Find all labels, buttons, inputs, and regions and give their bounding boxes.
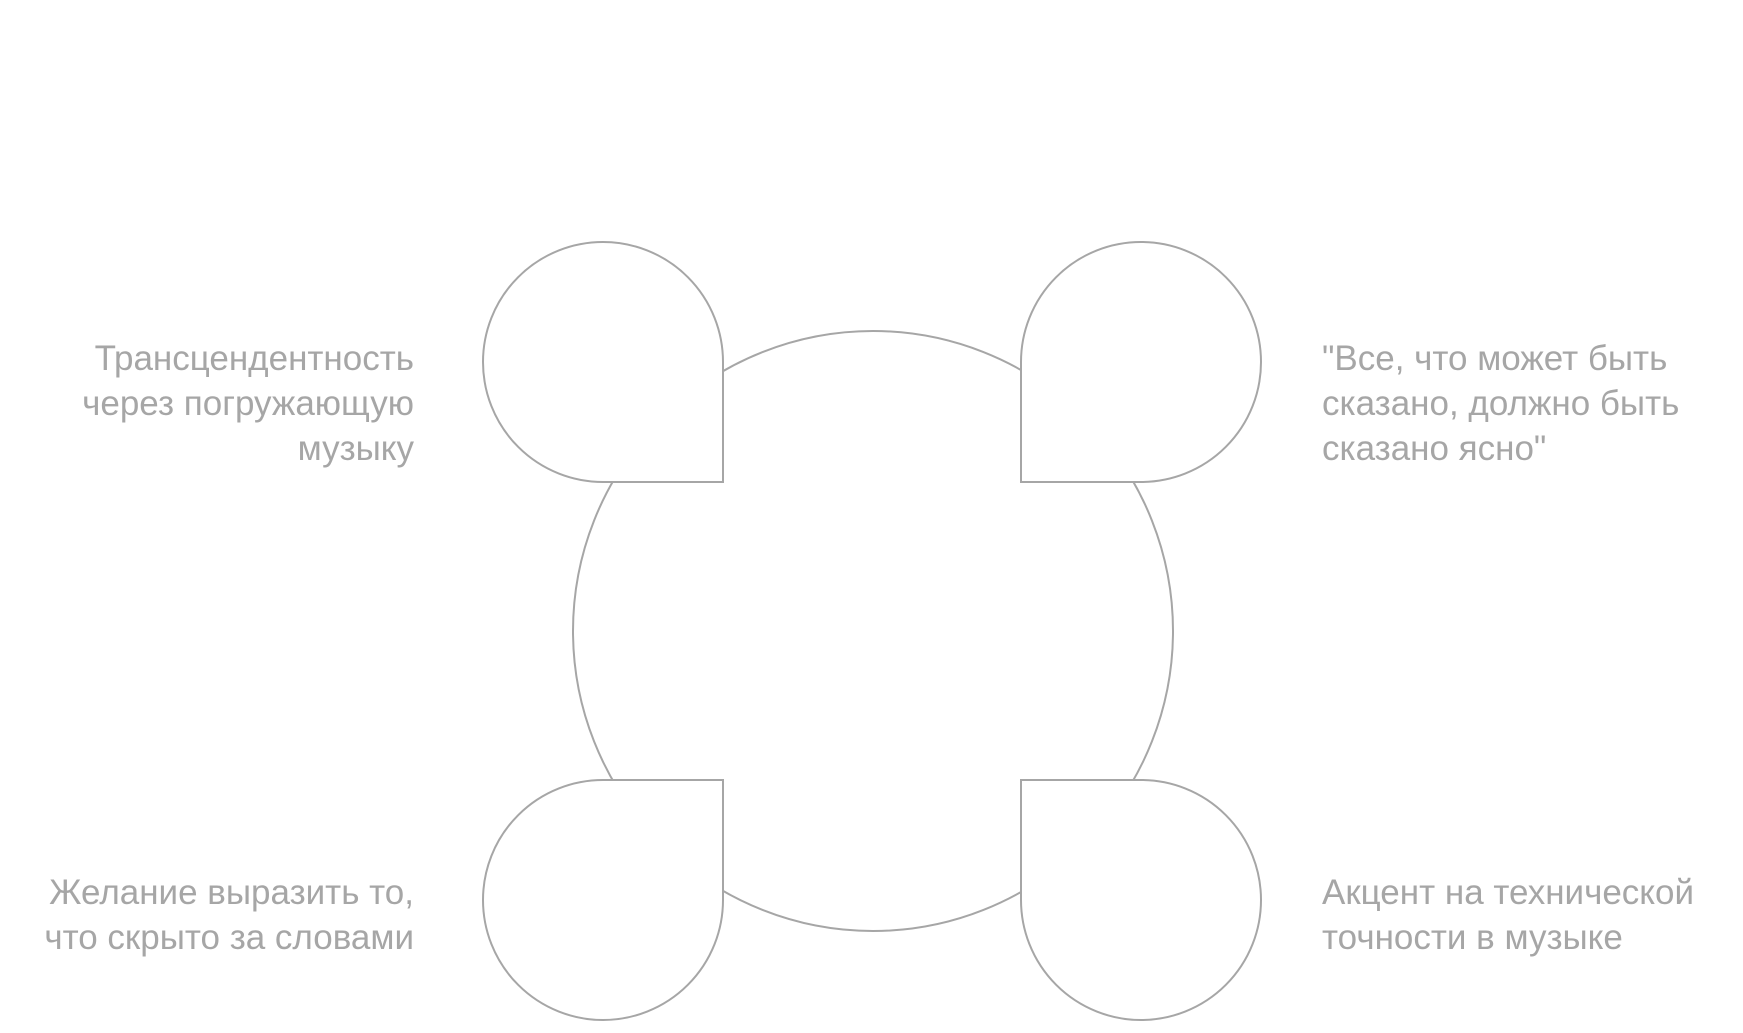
teardrop-bottom-right bbox=[1020, 779, 1262, 1021]
label-top-left: Трансцендентность через погружающую музы… bbox=[82, 339, 414, 468]
label-bottom-right: Акцент на технической точности в музыке bbox=[1322, 873, 1695, 957]
teardrop-bottom-left bbox=[482, 779, 724, 1021]
label-bottom-left: Желание выразить то, что скрыто за слова… bbox=[44, 873, 414, 957]
label-top-right: "Все, что может быть сказано, должно быт… bbox=[1322, 339, 1680, 468]
teardrop-top-right bbox=[1020, 241, 1262, 483]
teardrop-top-left bbox=[482, 241, 724, 483]
